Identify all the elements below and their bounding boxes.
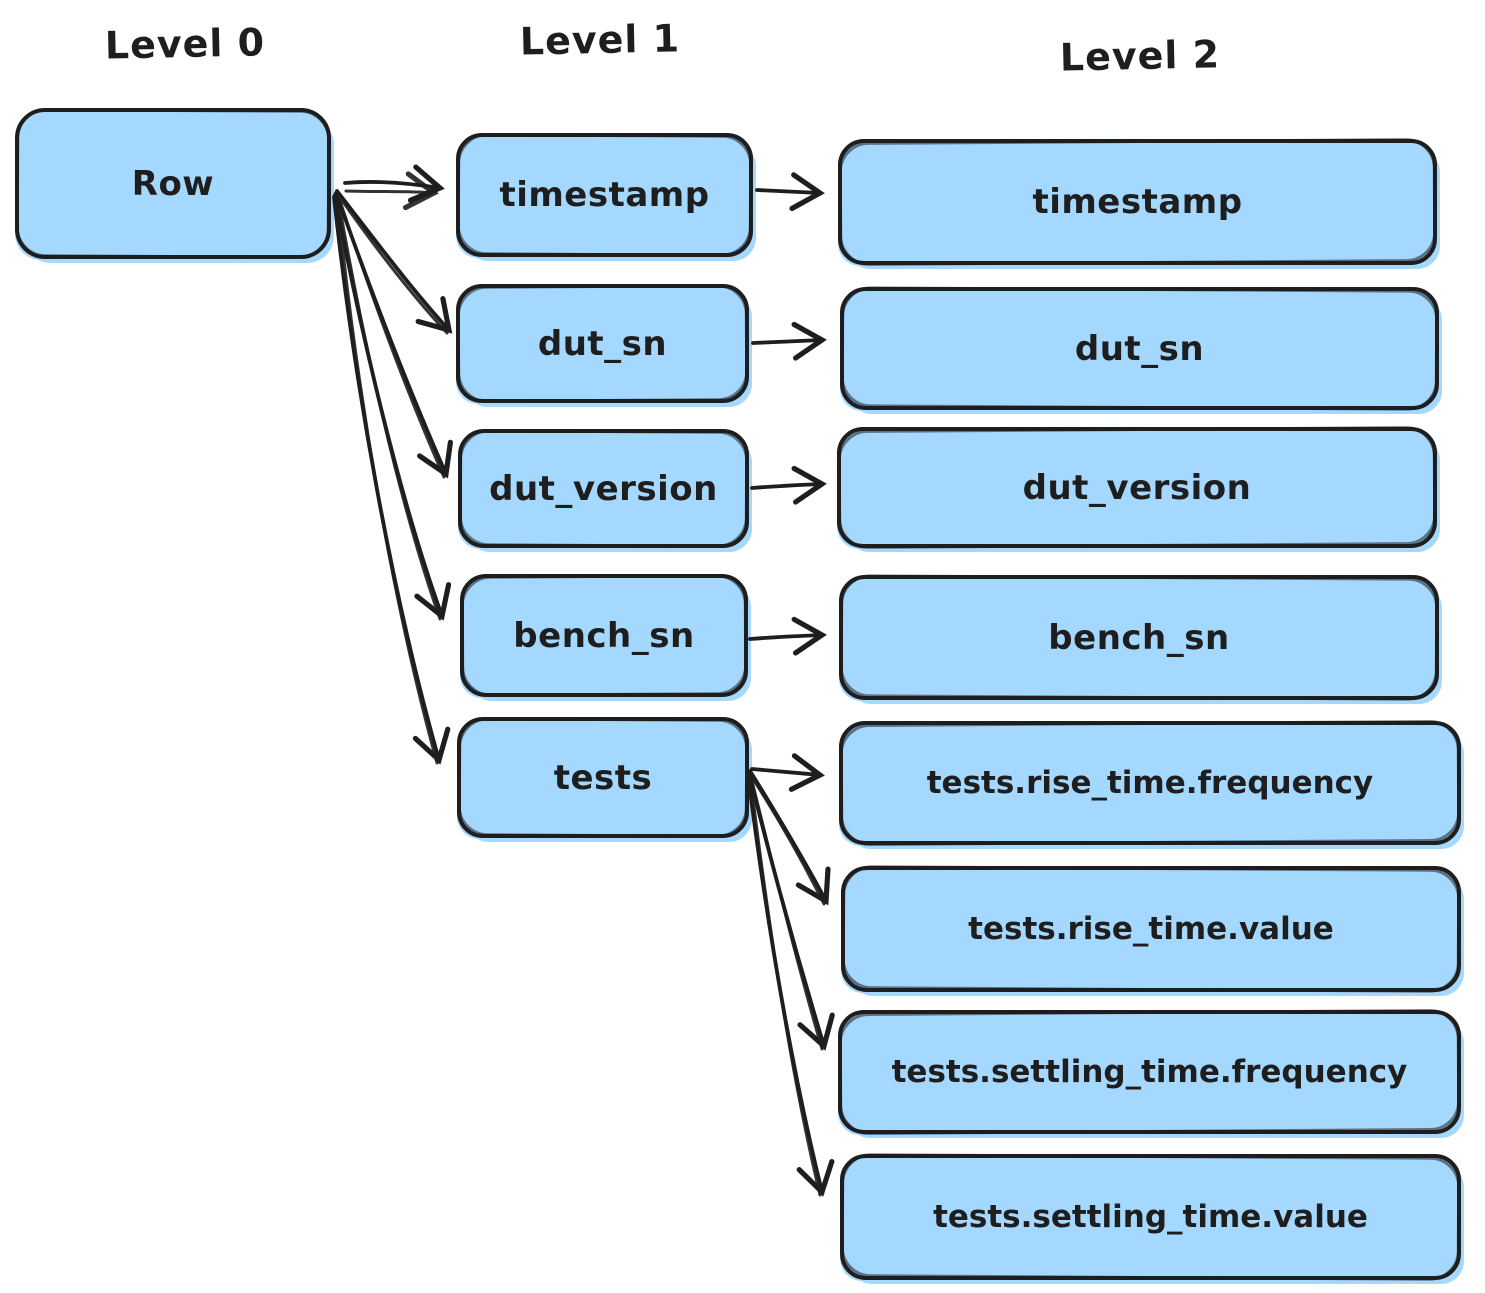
arrow-tests-to-rise-time-value	[748, 769, 831, 906]
node-l1-dut-version-label: dut_version	[489, 468, 718, 509]
node-l1-bench-sn-label: bench_sn	[513, 615, 695, 656]
node-l1-tests-label: tests	[553, 757, 653, 798]
arrow-dut-sn-to-dut-sn	[751, 321, 827, 361]
arrow-tests-to-rise-time-frequency	[750, 753, 825, 792]
node-l2-dut-sn: dut_sn	[840, 287, 1439, 410]
arrow-tests-to-settling-time-frequency	[747, 771, 835, 1051]
node-l2-timestamp: timestamp	[838, 139, 1437, 265]
node-l2-bench-sn-label: bench_sn	[1048, 617, 1230, 658]
arrow-row-to-bench-sn	[333, 193, 452, 621]
header-level-2: Level 2	[1059, 32, 1221, 80]
arrow-timestamp-to-timestamp	[755, 172, 825, 212]
node-l2-bench-sn: bench_sn	[839, 575, 1439, 700]
arrow-row-to-dut-version	[334, 191, 453, 479]
node-l1-dut-sn-label: dut_sn	[537, 323, 668, 364]
node-l1-tests: tests	[457, 717, 749, 838]
arrow-dut-version-to-dut-version	[750, 465, 827, 505]
node-l2-tests-rise-time-frequency-label: tests.rise_time.frequency	[926, 765, 1374, 801]
header-level-1: Level 1	[519, 16, 681, 64]
arrow-row-to-timestamp	[343, 164, 445, 211]
node-l1-timestamp-label: timestamp	[499, 175, 710, 215]
arrow-bench-sn-to-bench-sn	[748, 616, 827, 656]
node-l2-dut-version-label: dut_version	[1022, 467, 1252, 508]
node-row: Row	[15, 108, 331, 259]
node-l1-dut-version: dut_version	[458, 429, 749, 548]
node-l2-tests-rise-time-value-label: tests.rise_time.value	[968, 911, 1334, 947]
arrow-row-to-tests	[332, 195, 451, 765]
node-l1-bench-sn: bench_sn	[460, 574, 748, 697]
node-l2-tests-settling-time-frequency-label: tests.settling_time.frequency	[891, 1054, 1408, 1090]
header-level-0: Level 0	[104, 20, 266, 68]
node-l2-tests-settling-time-value: tests.settling_time.value	[840, 1154, 1461, 1280]
node-row-label: Row	[131, 163, 215, 204]
node-l2-tests-settling-time-frequency: tests.settling_time.frequency	[838, 1010, 1461, 1134]
node-l2-tests-settling-time-value-label: tests.settling_time.value	[933, 1199, 1368, 1235]
node-l1-dut-sn: dut_sn	[456, 284, 749, 403]
arrow-tests-to-settling-time-value	[746, 773, 835, 1197]
arrow-row-to-dut-sn	[335, 189, 453, 335]
node-l2-tests-rise-time-frequency: tests.rise_time.frequency	[839, 721, 1461, 845]
node-l1-timestamp: timestamp	[456, 133, 753, 257]
node-l2-dut-version: dut_version	[837, 427, 1437, 548]
node-l2-dut-sn-label: dut_sn	[1074, 328, 1205, 369]
node-l2-timestamp-label: timestamp	[1032, 182, 1243, 222]
node-l2-tests-rise-time-value: tests.rise_time.value	[841, 866, 1461, 992]
